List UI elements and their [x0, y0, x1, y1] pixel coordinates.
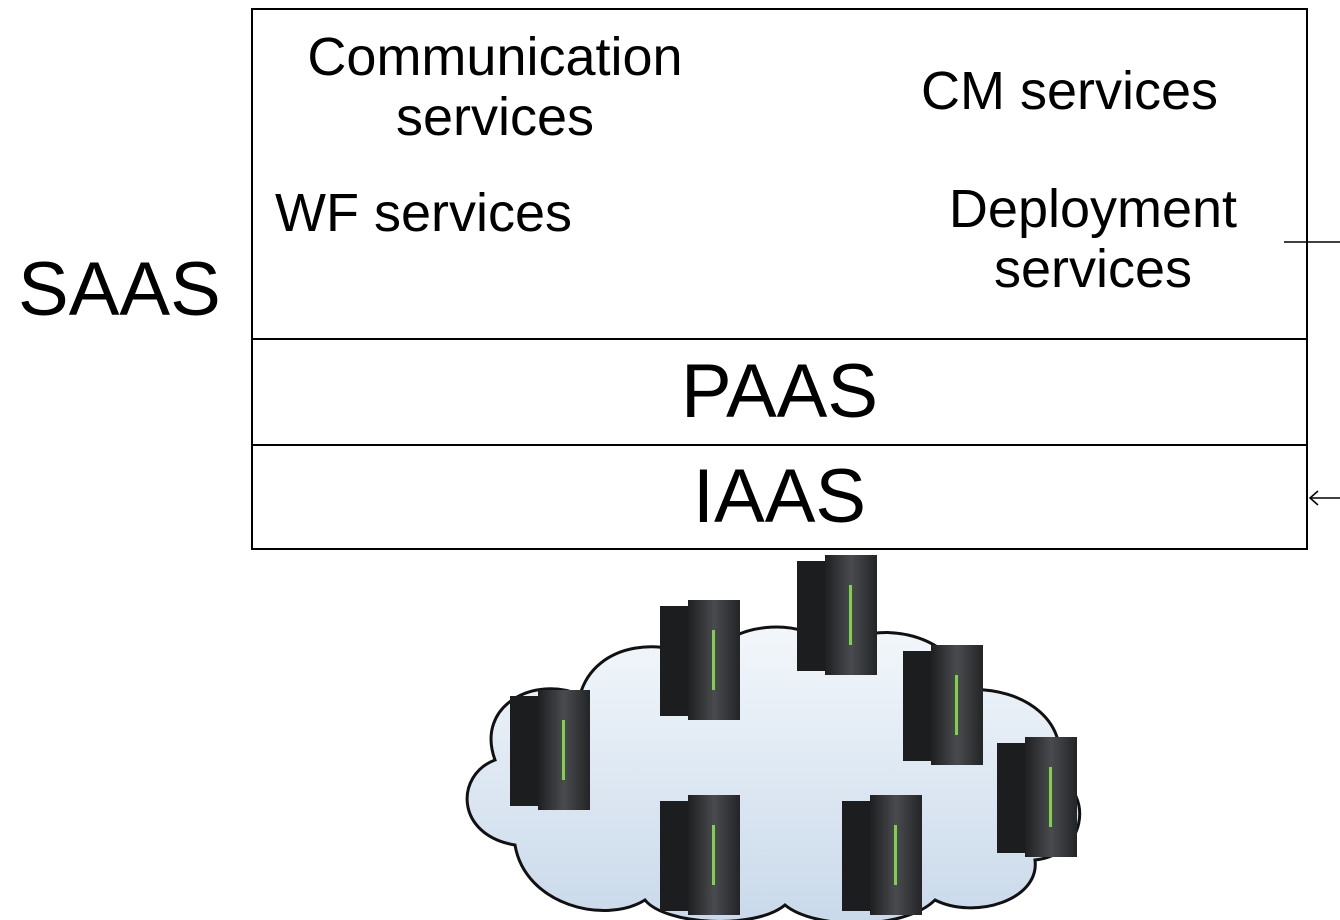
- iaas-layer-box: IAAS: [251, 444, 1308, 550]
- server-rack-icon: [903, 645, 983, 765]
- saas-label: SAAS: [18, 247, 221, 332]
- paas-layer-box: PAAS: [251, 338, 1308, 444]
- server-rack-icon: [660, 795, 740, 915]
- deployment-services-line1: Deployment: [948, 179, 1238, 239]
- paas-label: PAAS: [680, 349, 879, 434]
- communication-services-label: Communication services: [270, 30, 720, 144]
- cloud-icon: [465, 555, 1082, 920]
- server-rack-icon: [842, 795, 922, 915]
- left-arrow-icon: [1308, 490, 1340, 506]
- deployment-services-label: Deployment services: [915, 182, 1271, 296]
- cm-services-label: CM services: [921, 61, 1219, 121]
- server-rack-icon: [660, 600, 740, 720]
- iaas-label: IAAS: [692, 454, 867, 539]
- server-rack-icon: [797, 555, 877, 675]
- server-rack-icon: [997, 737, 1077, 857]
- communication-services-line1: Communication: [307, 27, 683, 87]
- server-rack-icon: [510, 690, 590, 810]
- wf-services-label: WF services: [275, 183, 572, 243]
- connector-lines: [1284, 241, 1340, 506]
- deployment-services-line2: services: [993, 239, 1193, 299]
- communication-services-line2: services: [395, 87, 595, 147]
- saas-layer-box: [251, 8, 1308, 338]
